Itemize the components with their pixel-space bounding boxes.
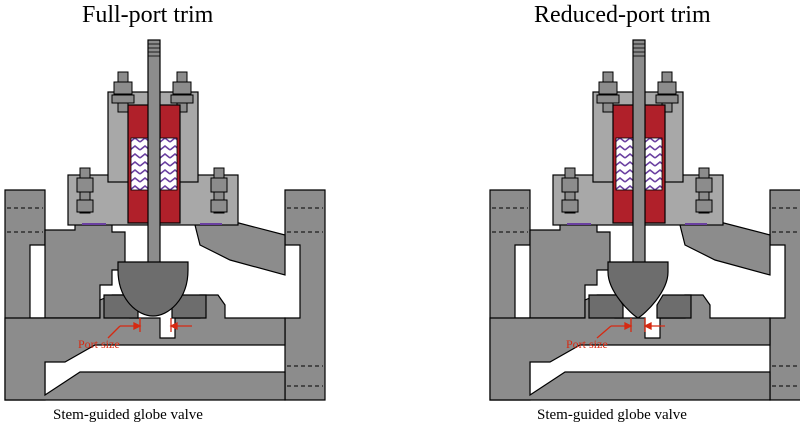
valve-reduced-port bbox=[489, 39, 800, 401]
port-size-label-reduced: Port size bbox=[566, 337, 608, 351]
caption-reduced-port: Stem-guided globe valve bbox=[537, 407, 687, 423]
diagram-title-full-port: Full-port trim bbox=[82, 2, 214, 28]
port-size-label-full: Port size bbox=[78, 337, 120, 351]
port-size-arrows-reduced bbox=[596, 318, 665, 339]
valve-full-port bbox=[4, 39, 326, 401]
full-port-plug bbox=[117, 261, 189, 317]
caption-full-port: Stem-guided globe valve bbox=[53, 407, 203, 423]
diagram-title-reduced-port: Reduced-port trim bbox=[534, 2, 711, 28]
port-size-arrows-full bbox=[107, 318, 192, 339]
reduced-port-plug bbox=[607, 261, 669, 319]
